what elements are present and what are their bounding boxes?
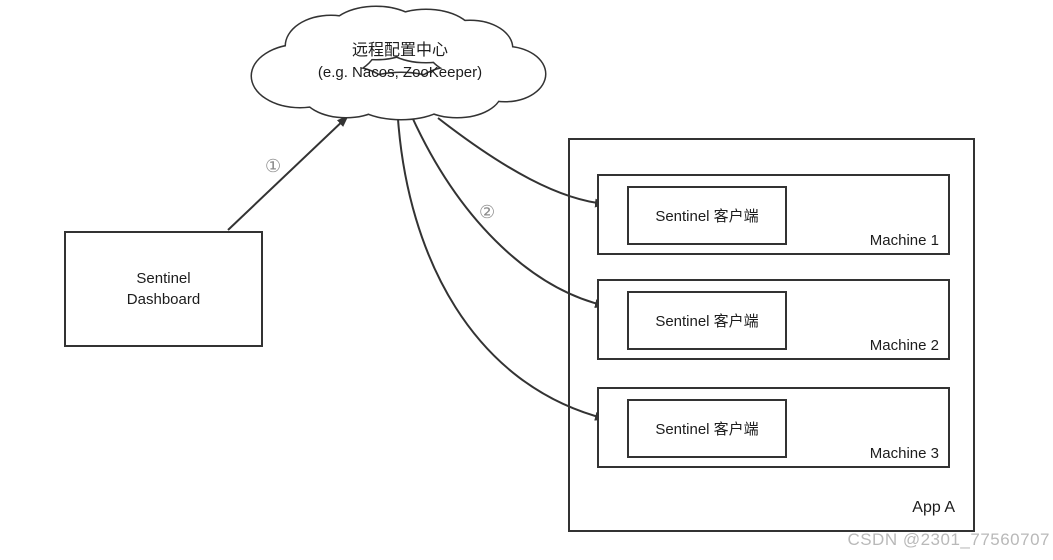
cloud-subtitle: (e.g. Nacos, ZooKeeper) xyxy=(317,64,483,81)
sentinel-client-box-2: Sentinel 客户端 xyxy=(627,291,787,350)
step-2-label: ② xyxy=(479,202,496,222)
arrow-dashboard-to-cloud xyxy=(227,115,349,231)
machine-2-box: Sentinel 客户端 Machine 2 xyxy=(597,279,950,360)
watermark-text: CSDN @2301_77560707 xyxy=(847,530,1050,549)
config-center-cloud xyxy=(250,5,547,121)
arrow-cloud-to-machine-1 xyxy=(437,117,607,208)
arrow-cloud-to-machine-2 xyxy=(412,118,607,308)
app-a-label: App A xyxy=(912,499,955,516)
machine-2-label: Machine 2 xyxy=(869,337,939,354)
sentinel-client-box-1: Sentinel 客户端 xyxy=(627,186,787,245)
sentinel-dashboard-label: Sentinel Dashboard xyxy=(126,270,201,308)
machine-3-box: Sentinel 客户端 Machine 3 xyxy=(597,387,950,468)
machine-1-label: Machine 1 xyxy=(869,232,939,249)
sentinel-dashboard-box: Sentinel Dashboard xyxy=(64,231,263,347)
app-a-box: Sentinel 客户端 Machine 1 Sentinel 客户端 Mach… xyxy=(568,138,975,532)
machine-3-label: Machine 3 xyxy=(869,445,939,462)
sentinel-client-box-3: Sentinel 客户端 xyxy=(627,399,787,458)
arrow-cloud-to-machine-3 xyxy=(397,118,607,421)
machine-1-box: Sentinel 客户端 Machine 1 xyxy=(597,174,950,255)
cloud-title: 远程配置中心 xyxy=(351,42,448,59)
step-1-label: ① xyxy=(265,156,282,176)
cloud-label: 远程配置中心 (e.g. Nacos, ZooKeeper) xyxy=(250,40,550,83)
